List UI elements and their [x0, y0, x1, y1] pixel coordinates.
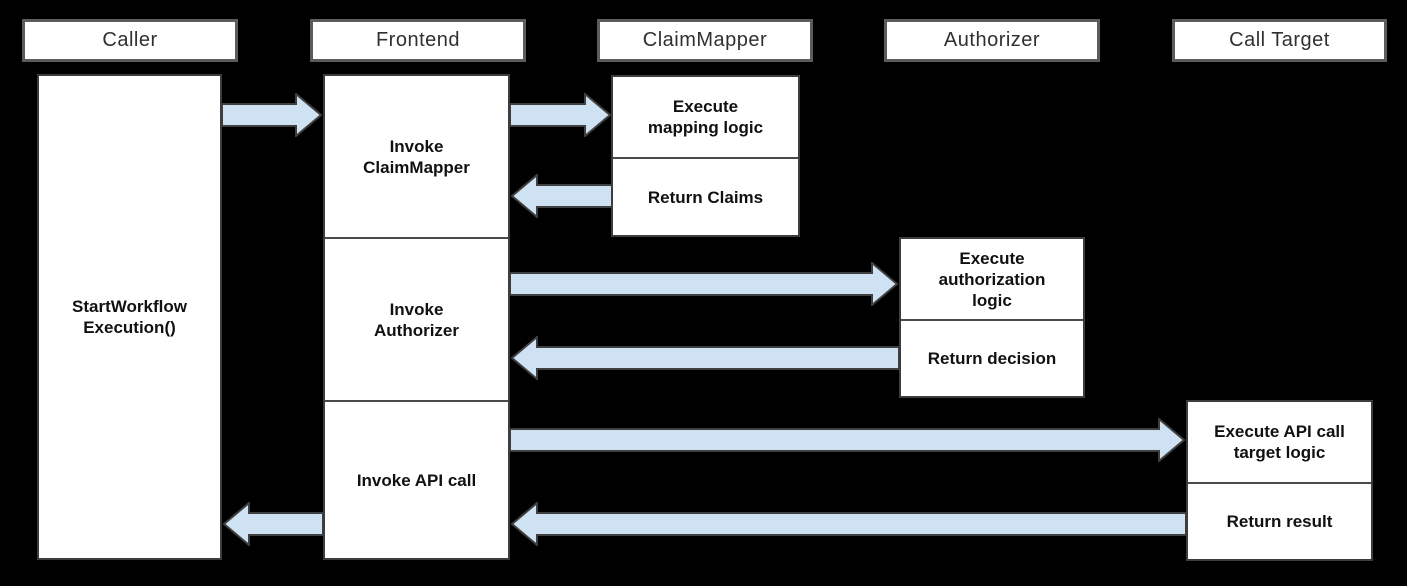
- lifeline-header-authorizer: Authorizer: [884, 19, 1100, 62]
- step-execute-api-call-target-logic: Execute API call target logic: [1214, 422, 1345, 462]
- step-return-claims: Return Claims: [613, 157, 798, 235]
- lifeline-header-calltarget: Call Target: [1172, 19, 1387, 62]
- lifeline-header-caller: Caller: [22, 19, 238, 62]
- activation-authorizer: Execute authorization logic Return decis…: [899, 237, 1085, 398]
- step-invoke-authorizer: Invoke Authorizer: [325, 237, 508, 400]
- arrow-frontend-to-authorizer: [510, 262, 899, 306]
- arrow-caller-to-frontend: [222, 93, 323, 137]
- arrow-authorizer-to-frontend: [510, 336, 899, 380]
- step-execute-authorization-logic: Execute authorization logic: [938, 248, 1046, 310]
- arrow-calltarget-to-frontend: [510, 502, 1186, 546]
- step-return-result: Return result: [1188, 482, 1371, 559]
- activation-claimmapper: Execute mapping logic Return Claims: [611, 75, 800, 237]
- step-return-decision: Return decision: [901, 319, 1083, 396]
- step-invoke-claimmapper: Invoke ClaimMapper: [363, 136, 470, 177]
- activation-caller: StartWorkflow Execution(): [37, 74, 222, 560]
- step-startworkflowexecution: StartWorkflow Execution(): [72, 297, 187, 337]
- activation-calltarget: Execute API call target logic Return res…: [1186, 400, 1373, 561]
- lifeline-header-claimmapper: ClaimMapper: [597, 19, 813, 62]
- arrow-frontend-to-calltarget: [510, 418, 1186, 462]
- lifeline-header-frontend: Frontend: [310, 19, 526, 62]
- arrow-claimmapper-to-frontend: [510, 174, 612, 218]
- arrow-frontend-to-claimmapper: [510, 93, 612, 137]
- step-invoke-api-call: Invoke API call: [325, 400, 508, 558]
- step-execute-mapping-logic: Execute mapping logic: [647, 97, 764, 137]
- arrow-frontend-to-caller: [222, 502, 323, 546]
- activation-frontend: Invoke ClaimMapper Invoke Authorizer Inv…: [323, 74, 510, 560]
